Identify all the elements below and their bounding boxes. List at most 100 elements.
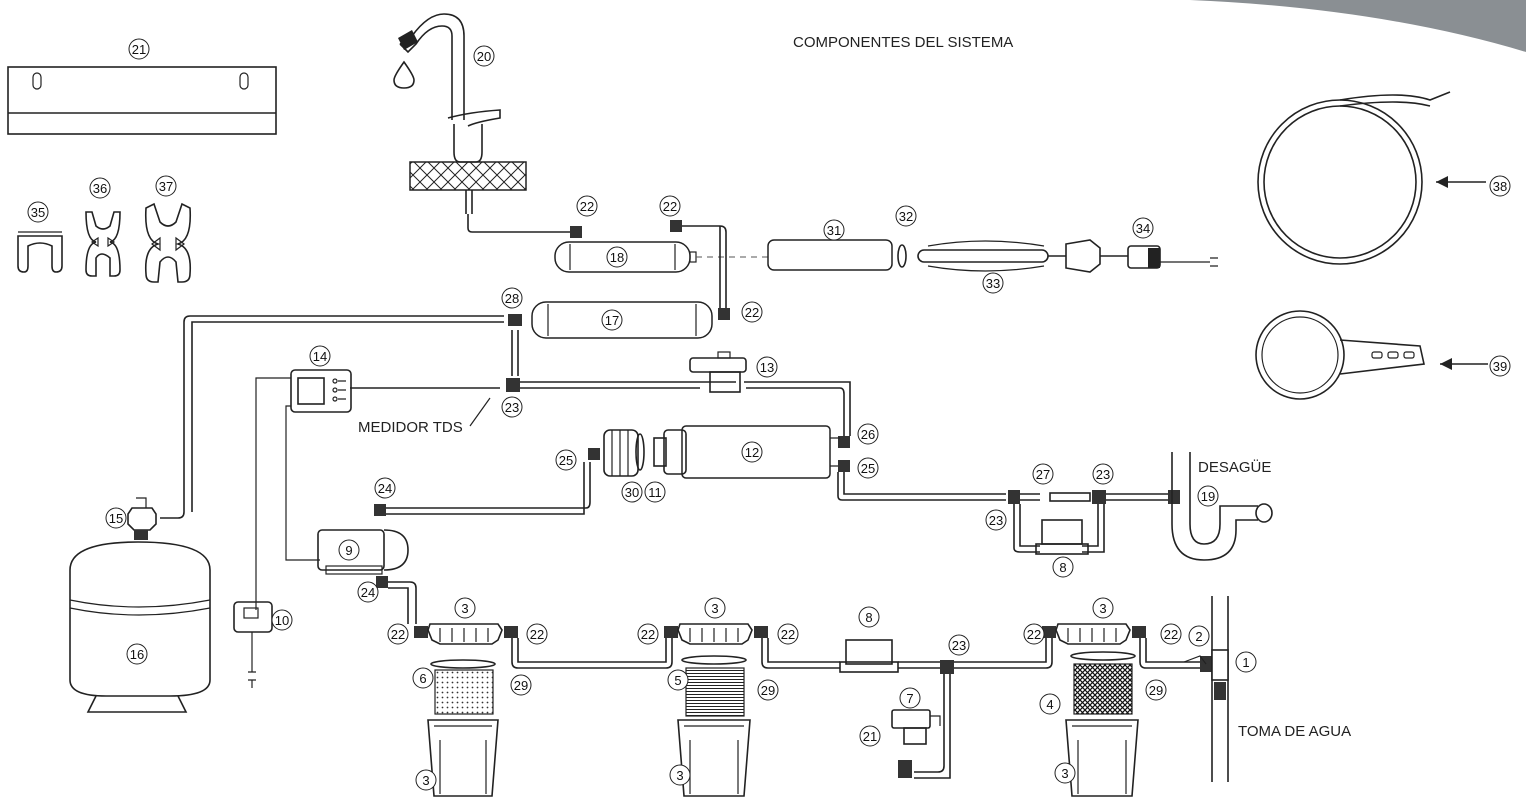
- callout-circle: [667, 669, 689, 691]
- callout-circle: [27, 201, 49, 223]
- callout-circle: [895, 205, 917, 227]
- callout-8: 8: [858, 606, 880, 628]
- callout-circle: [637, 623, 659, 645]
- callout-number: 9: [345, 543, 352, 558]
- callout-number: 23: [1096, 467, 1110, 482]
- callout-circle: [899, 687, 921, 709]
- callout-2: 2: [1188, 625, 1210, 647]
- callout-circle: [1489, 355, 1511, 377]
- callout-circle: [741, 301, 763, 323]
- callout-number: 5: [674, 673, 681, 688]
- callout-number: 24: [361, 585, 375, 600]
- drain-pipe: [1171, 452, 1273, 561]
- tds-tee-lines: [350, 330, 851, 448]
- callout-circle: [669, 764, 691, 786]
- callout-number: 20: [477, 49, 491, 64]
- callout-circle: [454, 597, 476, 619]
- callout-number: 22: [663, 199, 677, 214]
- callout-number: 3: [1099, 601, 1106, 616]
- prefilter-housing-3: [1042, 623, 1146, 797]
- callout-circle: [271, 609, 293, 631]
- corner-band: [1190, 0, 1526, 52]
- callout-17: 17: [601, 309, 623, 331]
- callout-circle: [357, 581, 379, 603]
- callout-number: 8: [1059, 560, 1066, 575]
- callout-number: 34: [1136, 221, 1150, 236]
- membrane-element: [588, 429, 645, 477]
- callout-number: 1: [1242, 655, 1249, 670]
- callout-number: 3: [422, 773, 429, 788]
- callout-circle: [985, 509, 1007, 531]
- callout-circle: [621, 481, 643, 503]
- power-adapter: [233, 601, 273, 688]
- callout-number: 3: [711, 601, 718, 616]
- callout-3: 3: [669, 764, 691, 786]
- feed-valve: [891, 709, 941, 778]
- callout-8: 8: [1052, 556, 1074, 578]
- callout-number: 37: [159, 179, 173, 194]
- callout-circle: [823, 219, 845, 241]
- tds-meter-label: MEDIDOR TDS: [358, 419, 463, 436]
- callout-circle: [309, 345, 331, 367]
- callout-5: 5: [667, 669, 689, 691]
- callout-22: 22: [576, 195, 598, 217]
- callout-number: 30: [625, 485, 639, 500]
- callout-6: 6: [412, 667, 434, 689]
- tds-meter: [255, 369, 352, 610]
- callout-38: 38: [1489, 175, 1511, 197]
- tubing-coil: [1257, 91, 1486, 265]
- callout-circle: [415, 769, 437, 791]
- callout-23: 23: [948, 634, 970, 656]
- callout-30: 30: [621, 481, 643, 503]
- callout-25: 25: [555, 449, 577, 471]
- callout-number: 29: [761, 683, 775, 698]
- water-inlet-pipe: [1211, 596, 1229, 782]
- callout-circle: [704, 597, 726, 619]
- callout-22: 22: [1023, 623, 1045, 645]
- callout-22: 22: [659, 195, 681, 217]
- callout-circle: [473, 45, 495, 67]
- callout-32: 32: [895, 205, 917, 227]
- callout-number: 36: [93, 181, 107, 196]
- callout-number: 31: [827, 223, 841, 238]
- callout-number: 21: [132, 42, 146, 57]
- callout-circle: [1039, 693, 1061, 715]
- callout-number: 18: [610, 250, 624, 265]
- callout-number: 23: [505, 400, 519, 415]
- callout-22: 22: [777, 623, 799, 645]
- callout-circle: [857, 457, 879, 479]
- callout-circle: [126, 643, 148, 665]
- water-inlet-label: TOMA DE AGUA: [1238, 723, 1351, 740]
- callout-12: 12: [741, 441, 763, 463]
- callout-number: 17: [605, 313, 619, 328]
- callout-circle: [105, 507, 127, 529]
- mounting-bracket: [7, 66, 277, 135]
- tank-valve: [127, 497, 157, 540]
- callout-circle: [1132, 217, 1154, 239]
- callout-circle: [1145, 679, 1167, 701]
- diagram-title: COMPONENTES DEL SISTEMA: [793, 34, 1013, 51]
- callout-29: 29: [1145, 679, 1167, 701]
- callout-circle: [777, 623, 799, 645]
- callout-circle: [644, 481, 666, 503]
- prefilter-housing-2: [664, 623, 768, 797]
- callout-number: 3: [461, 601, 468, 616]
- callout-number: 29: [1149, 683, 1163, 698]
- callout-number: 16: [130, 647, 144, 662]
- callout-circle: [1160, 623, 1182, 645]
- callout-26: 26: [857, 423, 879, 445]
- callout-circle: [757, 679, 779, 701]
- shutoff-valve: [689, 351, 747, 393]
- callout-3: 3: [415, 769, 437, 791]
- callout-circle: [1092, 463, 1114, 485]
- callout-circle: [501, 287, 523, 309]
- callout-number: 22: [1027, 627, 1041, 642]
- callout-23: 23: [1092, 463, 1114, 485]
- callout-number: 29: [514, 678, 528, 693]
- callout-circle: [1032, 463, 1054, 485]
- callout-circle: [659, 195, 681, 217]
- callout-circle: [576, 195, 598, 217]
- callout-number: 6: [419, 671, 426, 686]
